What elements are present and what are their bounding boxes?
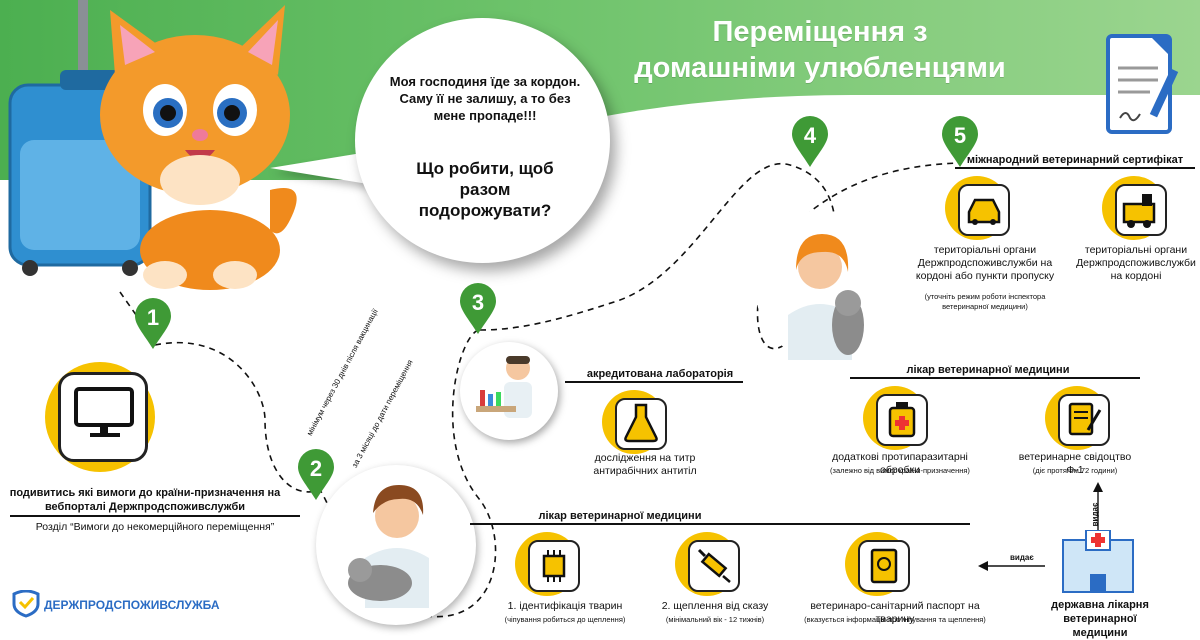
step-2-item1-label: 1. ідентифікація тварин	[507, 600, 623, 612]
step-2-number: 2	[309, 456, 323, 481]
computer-icon	[74, 387, 134, 437]
step-5-number: 5	[953, 123, 967, 148]
step-4-item1-note: (залежно від вимог країни-призначення)	[830, 466, 970, 475]
hospital-icon	[1062, 530, 1134, 593]
step-3-heading: акредитована лабораторія	[586, 368, 734, 380]
vet-doctor-with-cat-icon	[788, 234, 864, 360]
step-5-heading: міжнародний ветеринарний сертифікат	[966, 154, 1184, 166]
vet-doctor-icon	[348, 485, 429, 608]
step-4-item2-label: ветеринарне свідоцтво Ф-1	[1018, 451, 1132, 476]
hospital-issues-up: видає	[1090, 502, 1100, 527]
bubble-question: Що робити, щоб разом подорожувати?	[416, 159, 554, 220]
step-2-item1-note: (чіпування робиться до щеплення)	[504, 615, 626, 624]
step-1-pin-icon	[135, 298, 171, 349]
step-2-item2-icon-frame	[688, 540, 740, 592]
step-2-item3-note: (вказується інформація про чіпування та …	[804, 615, 986, 624]
cat-with-suitcase-illustration	[8, 0, 297, 290]
step-1-divider	[10, 515, 300, 517]
speech-bubble	[355, 18, 610, 263]
step-3-number: 3	[471, 290, 485, 315]
step-4-number: 4	[803, 123, 817, 148]
step-5-pin-icon	[942, 116, 978, 167]
step-2-item2-label: 2. щеплення від сказу	[661, 600, 769, 612]
certificate-icon	[1068, 402, 1102, 436]
step-2-item2-note: (мінімальний вік - 12 тижнів)	[665, 615, 765, 624]
flask-icon	[624, 403, 658, 443]
bubble-text-1: Моя господиня їде за кордон. Саму її не …	[389, 74, 581, 123]
step-5-item1-label: територіальні органи Держпродспоживслужб…	[915, 244, 1055, 282]
agency-logo-icon	[12, 590, 40, 618]
step-5-item2-label: територіальні органи Держпродспоживслужб…	[1076, 244, 1196, 282]
title-line-1: Переміщення з	[712, 16, 928, 48]
step-1-subtext: Розділ “Вимоги до некомерційного переміщ…	[35, 521, 275, 533]
step-3-divider	[565, 381, 743, 383]
scientist-icon	[476, 356, 532, 418]
step-2-item3-label: ветеринаро-санітарний паспорт на тварину	[810, 600, 980, 625]
document-icon	[1106, 34, 1179, 134]
hospital-label: державна лікарня ветеринарної медицини	[1051, 599, 1149, 639]
step-5-divider	[955, 167, 1195, 169]
agency-logo-text: ДЕРЖПРОДСПОЖИВСЛУЖБА	[44, 598, 220, 612]
syringe-icon	[697, 548, 731, 583]
microchip-icon	[542, 550, 566, 582]
step-4-divider	[850, 377, 1140, 379]
medicine-bottle-icon	[888, 402, 916, 438]
step-3-item: дослідження на титр антирабічних антитіл	[593, 452, 697, 477]
passport-icon	[870, 548, 898, 584]
step-4-item1-label: додаткові протипаразитарні обробки	[832, 451, 968, 476]
hospital-issues-left: видає	[1010, 553, 1034, 562]
step-1-number: 1	[146, 305, 160, 330]
step-5-item1-note: (уточніть режим роботи інспектора ветери…	[924, 292, 1046, 311]
step-4-pin-icon	[792, 116, 828, 167]
step-4-item2-note: (діє протягом 72 години)	[1032, 466, 1118, 475]
step-2-pin-icon	[298, 449, 334, 500]
step-4-heading: лікар ветеринарної медицини	[906, 364, 1070, 376]
step-2-heading: лікар ветеринарної медицини	[538, 510, 702, 522]
title-line-2: домашніми улюбленцями	[634, 52, 1006, 84]
page-title: Переміщення з домашніми улюбленцями	[600, 14, 1040, 86]
step-2-divider	[470, 523, 970, 525]
step-1-text: подивитись які вимоги до країни-призначе…	[9, 487, 281, 513]
train-icon	[1122, 194, 1156, 228]
step-3-pin-icon	[460, 283, 496, 334]
car-icon	[967, 198, 1001, 225]
